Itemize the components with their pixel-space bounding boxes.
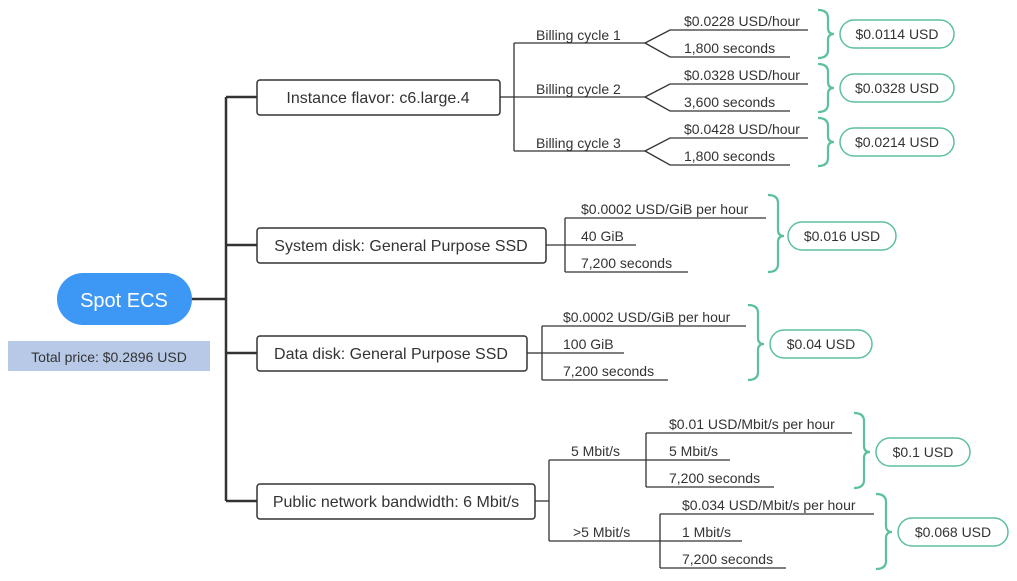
tier-2-price: $0.034 USD/Mbit/s per hour [682, 497, 856, 513]
cycle-1-duration: 1,800 seconds [684, 40, 775, 56]
cycle-3-result: $0.0214 USD [855, 134, 939, 150]
cycle-2-result: $0.0328 USD [855, 80, 939, 96]
data-disk-result: $0.04 USD [787, 336, 855, 352]
tier-1-duration: 7,200 seconds [669, 470, 760, 486]
cycle-3-result-pill [839, 127, 955, 157]
total-price-label: Total price: $0.2896 USD [31, 349, 187, 365]
system-disk-duration: 7,200 seconds [581, 255, 672, 271]
cycle-1-result: $0.0114 USD [855, 26, 938, 42]
system-disk-result-pill [787, 221, 897, 251]
data-disk-duration: 7,200 seconds [563, 363, 654, 379]
system-disk-result: $0.016 USD [804, 228, 880, 244]
tier-2-duration: 7,200 seconds [682, 551, 773, 567]
tier-2-result-pill [897, 517, 1009, 547]
cycle-1-brace-icon [817, 8, 835, 60]
cycle-1-label: Billing cycle 1 [536, 27, 621, 43]
data-disk-brace-icon [747, 303, 765, 382]
cycle-2-duration: 3,600 seconds [684, 94, 775, 110]
system-disk-price: $0.0002 USD/GiB per hour [581, 201, 749, 217]
data-disk-branch: Data disk: General Purpose SSD $0.0002 U… [256, 303, 873, 382]
total-price-shape [8, 341, 210, 371]
data-disk-size: 100 GiB [563, 336, 614, 352]
cycle-3-label: Billing cycle 3 [536, 135, 621, 151]
tier-2-result: $0.068 USD [915, 524, 991, 540]
tier-1-price: $0.01 USD/Mbit/s per hour [669, 416, 835, 432]
cycle-3-price: $0.0428 USD/hour [684, 121, 800, 137]
instance-branch: Instance flavor: c6.large.4 Billing cycl… [256, 8, 955, 168]
root-node-label: Spot ECS [80, 290, 168, 312]
system-disk-size: 40 GiB [581, 228, 624, 244]
system-disk-brace-icon [767, 193, 785, 274]
tier-1-result-pill [875, 437, 971, 467]
instance-label: Instance flavor: c6.large.4 [286, 90, 469, 107]
bandwidth-label: Public network bandwidth: 6 Mbit/s [273, 494, 519, 511]
system-disk-connectors [546, 217, 766, 273]
cycle-2-brace-icon [817, 62, 835, 114]
data-disk-label: Data disk: General Purpose SSD [274, 346, 508, 363]
data-disk-result-pill [769, 329, 873, 359]
trunk-connectors [192, 95, 257, 503]
root-node-shape [57, 273, 192, 325]
tier-1-result: $0.1 USD [893, 444, 954, 460]
tier-2-brace-icon [875, 492, 893, 571]
system-disk-branch: System disk: General Purpose SSD $0.0002… [256, 193, 897, 274]
cycle-2-price: $0.0328 USD/hour [684, 67, 800, 83]
cycle-1-result-pill [839, 19, 955, 49]
cycle-3-brace-icon [817, 116, 835, 168]
tier-1-brace-icon [853, 411, 871, 490]
cycle-1-price: $0.0228 USD/hour [684, 13, 800, 29]
total-price-box: Total price: $0.2896 USD [8, 341, 210, 371]
cycle-3-duration: 1,800 seconds [684, 148, 775, 164]
data-disk-price: $0.0002 USD/GiB per hour [563, 309, 731, 325]
bandwidth-connectors [535, 432, 874, 569]
tier-2-label: >5 Mbit/s [573, 524, 630, 540]
tier-1-label: 5 Mbit/s [571, 443, 620, 459]
tier-2-amount: 1 Mbit/s [682, 524, 731, 540]
data-disk-connectors [527, 325, 746, 381]
system-disk-label: System disk: General Purpose SSD [274, 238, 527, 255]
tier-1-amount: 5 Mbit/s [669, 443, 718, 459]
cycle-2-result-pill [839, 73, 955, 103]
instance-connectors [500, 29, 808, 166]
cycle-2-label: Billing cycle 2 [536, 81, 621, 97]
bandwidth-branch: Public network bandwidth: 6 Mbit/s 5 Mbi… [256, 411, 1009, 571]
root-node: Spot ECS [57, 273, 192, 325]
